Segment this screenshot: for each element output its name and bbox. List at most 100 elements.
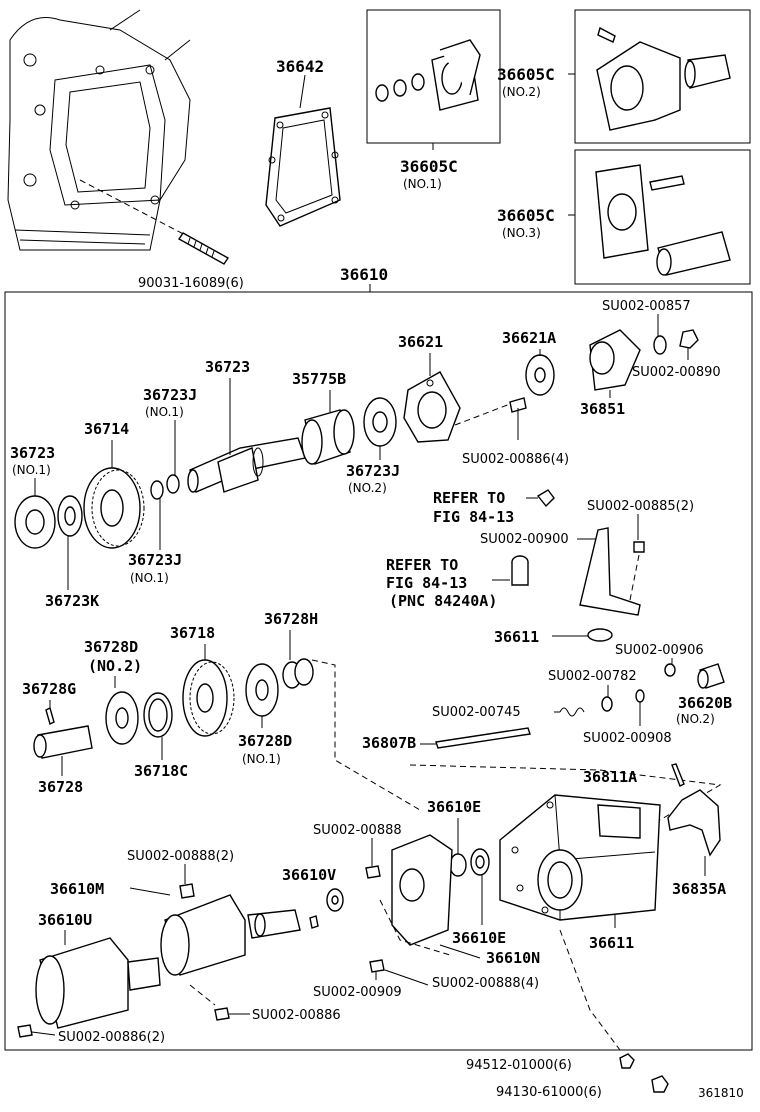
label-36807b: 36807B [362,734,416,752]
label-36851: 36851 [580,400,625,418]
label-36723j-no1-low: 36723J [128,551,182,569]
nut-94512 [619,1053,635,1069]
label-36728g: 36728G [22,680,76,698]
label-36610v: 36610V [282,866,336,884]
bolt-su00886-4 [509,397,527,440]
fork-36835a [667,789,721,857]
label-36620b: 36620B [678,694,732,712]
leader-su00888-4 [384,969,429,986]
leader-36610n [439,944,481,959]
label-36605c-no2: 36605C [497,65,555,84]
snapring-36718c [143,692,173,738]
label-36723j-no1-top: 36723J [143,386,197,404]
box-36605c-no2 [574,9,751,144]
label-su00906: SU002-00906 [615,643,704,658]
label-refer2-a: REFER TO [386,556,458,574]
label-36723j-no2: 36723J [346,462,400,480]
gasket-36642 [265,107,341,227]
label-36728d-no2-sub: (NO.2) [88,657,142,675]
label-su00886-4: SU002-00886(4) [462,452,569,467]
label-su00886: SU002-00886 [252,1008,341,1023]
label-su00900: SU002-00900 [480,532,569,547]
label-36718c: 36718C [134,762,188,780]
label-su00886-2: SU002-00886(2) [58,1030,165,1045]
label-refer1-b: FIG 84-13 [433,508,514,526]
label-90031: 90031-16089(6) [138,276,244,291]
label-36642: 36642 [276,57,324,76]
gear-shaft-dash [311,659,421,811]
label-su00885-2: SU002-00885(2) [587,499,694,514]
label-su00890: SU002-00890 [632,365,721,380]
pin-36811a [671,763,685,787]
label-36728h: 36728H [264,610,318,628]
nut-su00890 [679,329,699,349]
bolt-su00909 [369,959,385,980]
gear-36714 [83,467,145,549]
label-36605c-no3-sub: (NO.3) [502,226,541,240]
rings-36723j-no1-low [150,474,180,500]
label-36723j-no2-sub: (NO.2) [348,481,387,495]
label-36610e-low: 36610E [452,929,506,947]
label-su00909: SU002-00909 [313,985,402,1000]
leader-36610m [129,887,171,896]
washer-su00857 [653,335,667,355]
label-94130: 94130-61000(6) [496,1085,602,1100]
label-36811a: 36811A [583,768,637,786]
label-36621a: 36621A [502,329,556,347]
flange-36851 [589,329,641,391]
cover-36610u [35,937,161,1029]
label-94512: 94512-01000(6) [466,1058,572,1073]
bearing-36728d-no2 [105,691,139,745]
label-36621: 36621 [398,333,443,351]
label-35775b: 35775B [292,370,346,388]
bolt-su00886-2 [17,1024,33,1038]
cover-36610n [379,834,453,956]
label-36723-left: 36723 [10,444,55,462]
gear-36718 [182,659,235,737]
rod-36807b [435,727,531,749]
label-36723k: 36723K [45,592,99,610]
box-36605c-no3 [574,149,751,285]
part-su00908 [635,689,645,703]
label-36714: 36714 [84,420,129,438]
label-36605c-no3: 36605C [497,206,555,225]
label-su00888-2: SU002-00888(2) [127,849,234,864]
box-36605c-no1 [366,9,501,144]
label-36723j-no1-low-sub: (NO.1) [130,571,169,585]
label-36728d-no2: 36728D [84,638,138,656]
plug-36620b [697,663,725,689]
label-36723j-no1-top-sub: (NO.1) [145,405,184,419]
label-36723-top: 36723 [205,358,250,376]
label-36718: 36718 [170,624,215,642]
shaft-36723 [187,437,306,493]
clip-refer1 [536,489,555,508]
label-36611-small: 36611 [494,628,539,646]
label-36610n: 36610N [486,949,540,967]
label-36835a: 36835A [672,880,726,898]
label-su00782: SU002-00782 [548,669,637,684]
case-36611 [499,794,661,921]
diagram-code: 361810 [698,1086,744,1100]
label-refer1-a: REFER TO [433,489,505,507]
label-36610u: 36610U [38,911,92,929]
washer-36723j-no2 [363,397,397,447]
motor-36610m [160,894,301,976]
leader-36642 [299,74,306,109]
bolt-su00885 [633,541,645,553]
ring-36610e-top [449,853,467,877]
shaft-36728 [33,725,93,759]
bearing-36728d-no1 [245,663,279,717]
bolt-su00886 [214,1007,230,1021]
part-su00782 [601,696,613,712]
nut-94130 [651,1075,669,1093]
part-su00906 [664,663,676,677]
synchro-35775b [301,409,355,465]
label-su00857: SU002-00857 [602,299,691,314]
sensor-refer2 [511,555,529,586]
label-36723-left-sub: (NO.1) [12,463,51,477]
seal-36610e-low [470,848,490,876]
label-36605c-no2-sub: (NO.2) [502,85,541,99]
label-36611-big: 36611 [589,934,634,952]
label-su00745: SU002-00745 [432,705,521,720]
